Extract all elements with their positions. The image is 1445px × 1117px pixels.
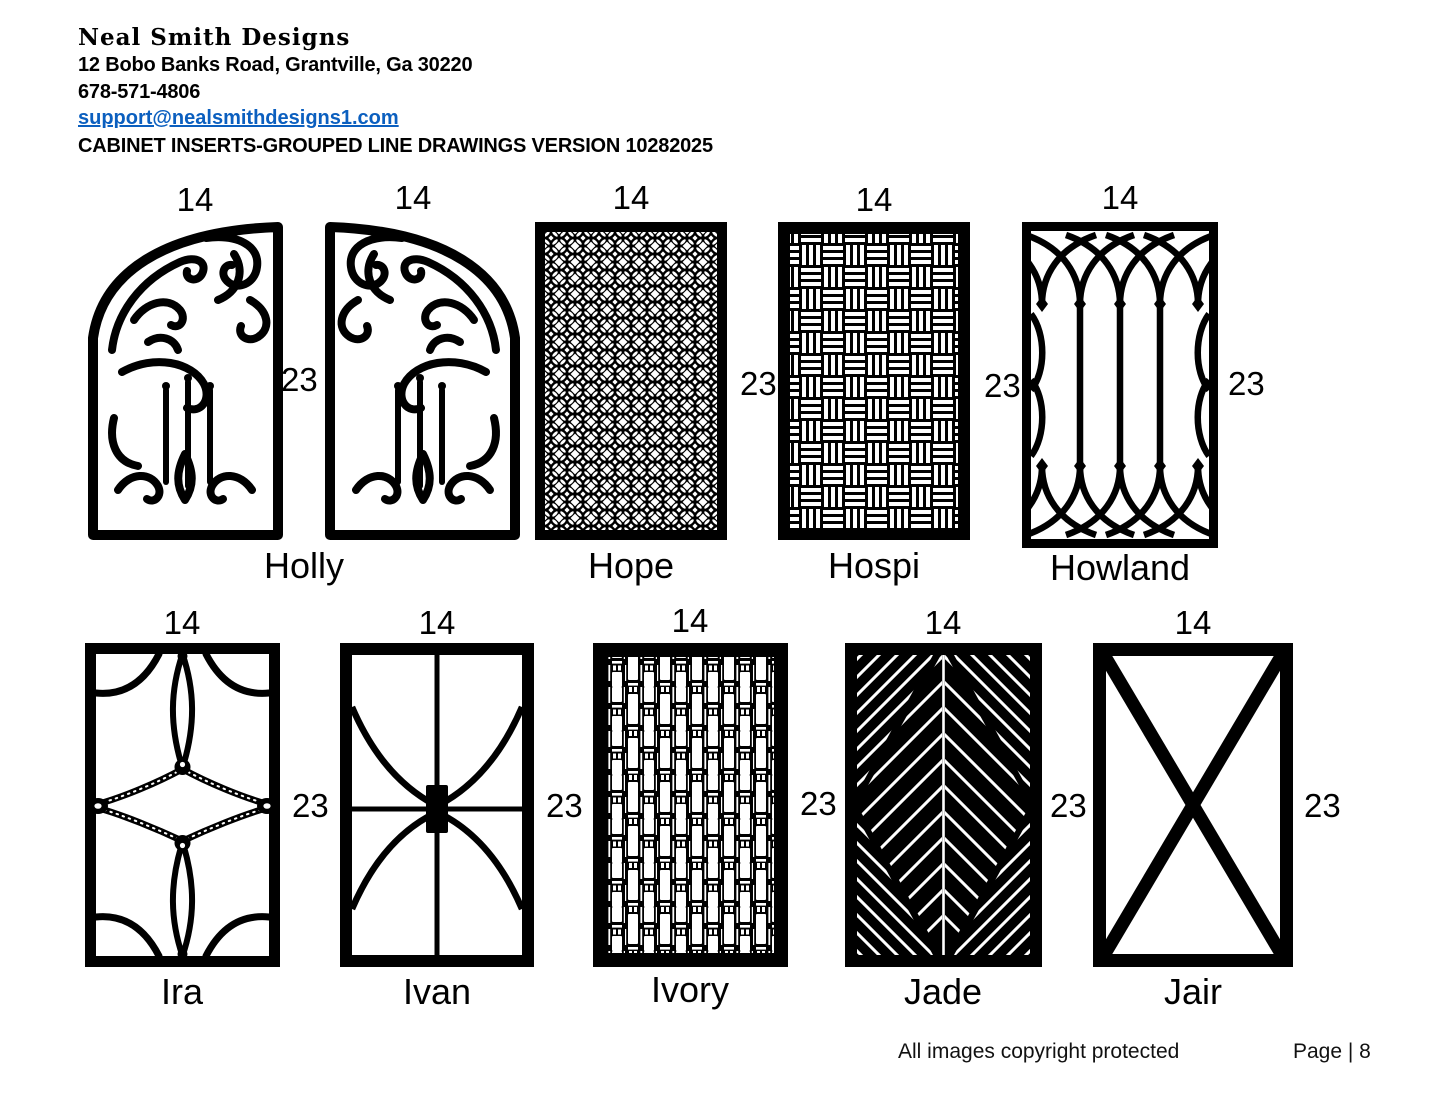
jair-width-label: 14 [1174,604,1212,641]
jade-drawing [845,643,1042,967]
ivory-height-label: 23 [800,785,837,822]
company-name: Neal Smith Designs [78,24,351,51]
howland-width-label: 14 [1101,179,1139,216]
hospi-height-label: 23 [984,367,1021,404]
holly-width-label-left: 14 [176,181,214,218]
ira-drawing [85,643,280,967]
panel-name-howland: Howland [1049,547,1191,588]
panel-name-ira: Ira [160,971,203,1012]
panel-name-ivory: Ivory [650,969,729,1010]
ira-width-label: 14 [163,604,201,641]
panel-name-hope: Hope [587,545,675,586]
howland-drawing [1022,222,1218,548]
hope-drawing [535,222,727,540]
panel-name-holly: Holly [263,545,344,586]
ira-height-label: 23 [292,787,329,824]
panel-name-ivan: Ivan [402,971,472,1012]
jair-height-label: 23 [1304,787,1341,824]
company-address: 12 Bobo Banks Road, Grantville, Ga 30220 [78,54,473,76]
page-title: CABINET INSERTS-GROUPED LINE DRAWINGS VE… [78,135,713,157]
holly-drawing [88,222,520,540]
hope-width-label: 14 [612,179,650,216]
email-link[interactable]: support@nealsmithdesigns1.com [78,107,399,129]
ivory-drawing [593,643,788,967]
company-phone: 678-571-4806 [78,81,201,103]
holly-height-label: 23 [281,361,318,398]
hospi-drawing [778,222,970,540]
ivory-width-label: 14 [671,602,709,639]
ivan-height-label: 23 [546,787,583,824]
jade-width-label: 14 [924,604,962,641]
copyright-notice: All images copyright protected [898,1040,1180,1063]
jade-height-label: 23 [1050,787,1087,824]
company-email-row: support@nealsmithdesigns1.com [78,107,399,130]
panel-name-jade: Jade [903,971,983,1012]
howland-height-label: 23 [1228,365,1265,402]
hope-height-label: 23 [740,365,777,402]
panel-name-jair: Jair [1163,971,1222,1012]
panel-name-hospi: Hospi [827,545,921,586]
ivan-drawing [340,643,534,967]
holly-width-label-right: 14 [394,179,432,216]
jair-drawing [1093,643,1293,967]
ivan-width-label: 14 [418,604,456,641]
hospi-width-label: 14 [855,181,893,218]
page-number: Page | 8 [1293,1040,1371,1063]
